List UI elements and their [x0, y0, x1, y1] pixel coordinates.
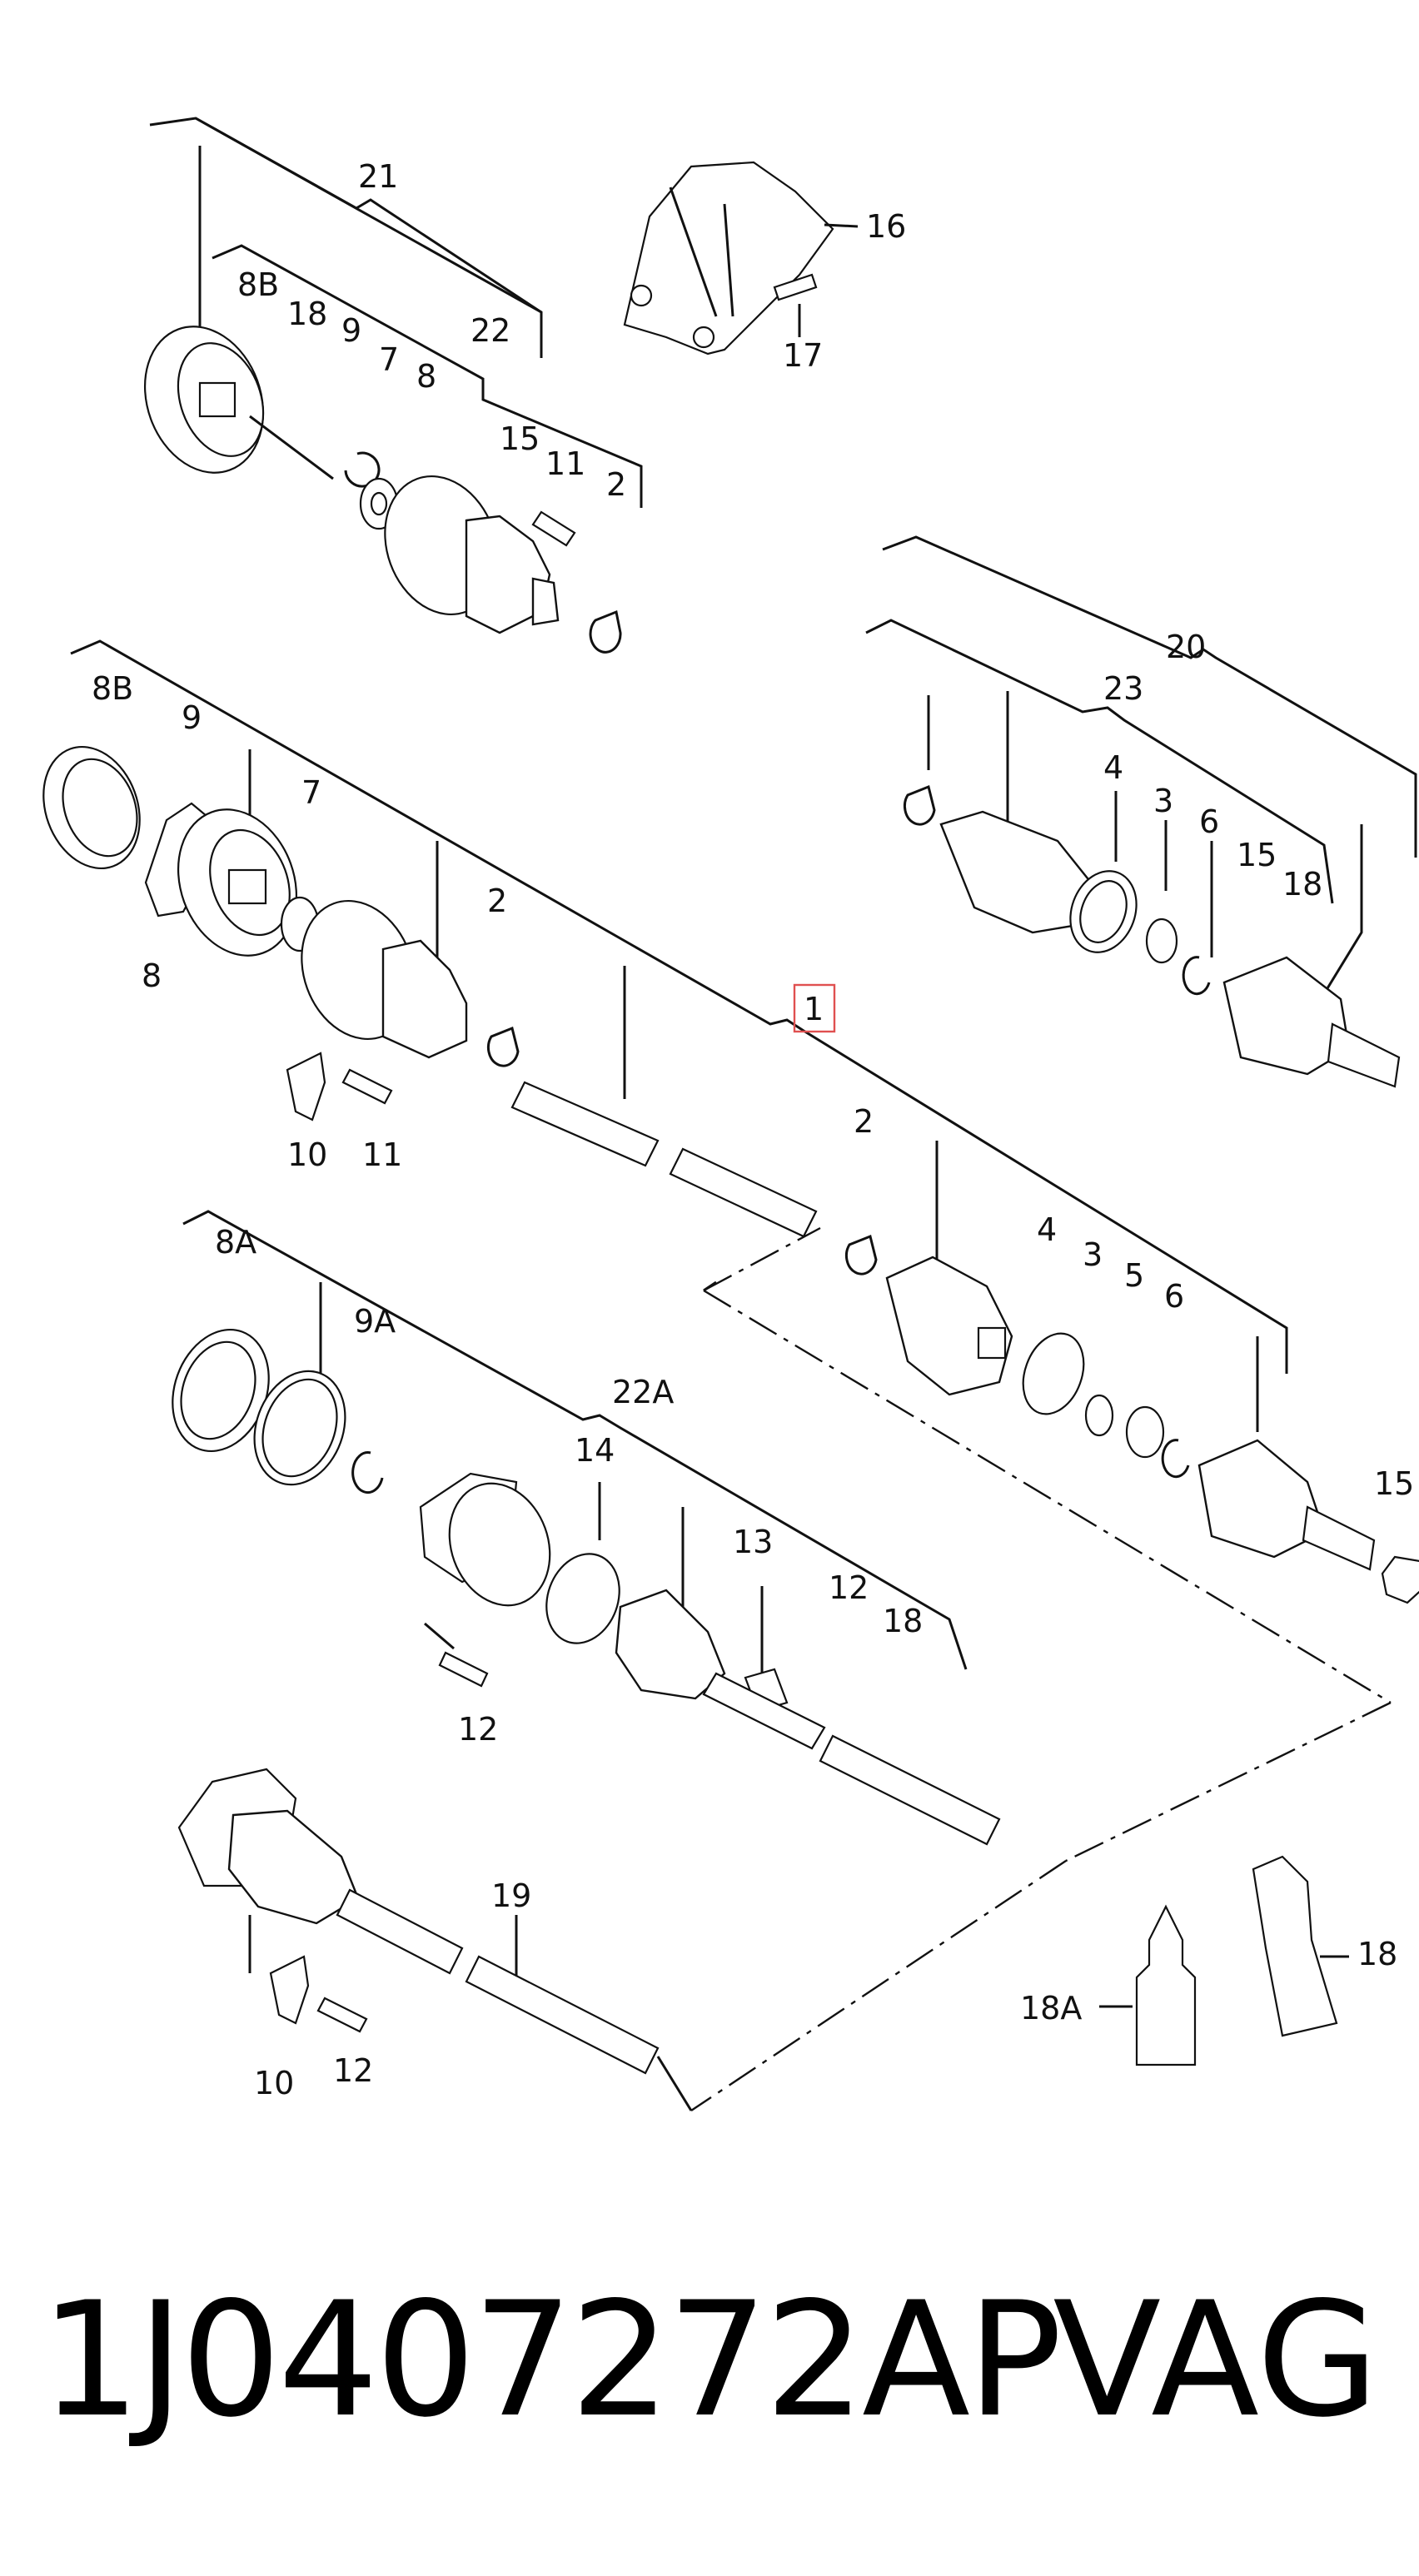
callout-15-right: 15 [1237, 837, 1277, 873]
callout-12-low: 12 [458, 1711, 498, 1748]
brand-name: VAG [1053, 2268, 1379, 2452]
callout-10-mid: 10 [287, 1136, 327, 1173]
callout-8B: 8B [92, 670, 133, 707]
grease-tube-18 [1252, 1855, 1349, 2037]
callout-15-top: 15 [500, 420, 540, 457]
callout-23: 23 [1103, 670, 1143, 707]
callout-4: 4 [1037, 1211, 1057, 1248]
callout-21: 21 [358, 158, 398, 195]
callout-4-right: 4 [1103, 749, 1123, 786]
callout-22A: 22A [612, 1374, 674, 1410]
callout-18-top: 18 [287, 296, 327, 332]
callout-8A: 8A [215, 1224, 256, 1261]
group-20-outer-joint [865, 535, 1417, 1088]
heat-shield-16 [623, 161, 859, 356]
callout-18-grease: 18 [1357, 1936, 1397, 1972]
callout-17: 17 [783, 337, 823, 374]
callout-2-inner: 2 [854, 1103, 874, 1140]
callout-11-top: 11 [545, 445, 585, 482]
callout-8-top: 8 [416, 358, 436, 395]
callout-19: 19 [491, 1877, 531, 1914]
highlight-box-callout-1 [793, 983, 836, 1033]
callout-9A: 9A [354, 1303, 396, 1340]
group-21-outer-joint [143, 117, 643, 654]
callout-18-right: 18 [1282, 866, 1322, 903]
callout-5: 5 [1124, 1257, 1144, 1294]
callout-8: 8 [142, 957, 162, 994]
callout-10-low: 10 [254, 2065, 294, 2101]
callout-7: 7 [301, 774, 321, 811]
group-19-shaft [177, 1768, 1067, 2111]
callout-16: 16 [866, 208, 906, 245]
main-shaft-assembly-1 [42, 639, 1419, 1704]
callout-9: 9 [182, 699, 202, 736]
callout-14: 14 [575, 1432, 615, 1469]
callout-12-mid: 12 [829, 1569, 869, 1606]
callout-18-mid: 18 [883, 1603, 923, 1639]
group-22A-inner-joint [172, 1210, 1392, 1862]
callout-20: 20 [1166, 629, 1206, 665]
exploded-parts-diagram: 21 16 8B 18 9 7 22 8 17 15 11 2 20 8B 9 … [42, 117, 1419, 2111]
callout-3: 3 [1083, 1236, 1103, 1273]
callout-8B-top: 8B [237, 266, 279, 303]
callout-1: 1 [804, 991, 824, 1027]
callout-2-top: 2 [606, 466, 626, 503]
callout-6: 6 [1164, 1278, 1184, 1315]
callout-6-right: 6 [1199, 803, 1219, 840]
callout-12-bottom: 12 [333, 2052, 373, 2089]
callout-2: 2 [487, 883, 507, 919]
callout-22: 22 [471, 312, 510, 349]
footer: 1J0407272AP VAG [0, 2281, 1419, 2531]
callout-3-right: 3 [1153, 783, 1173, 819]
callout-7-top: 7 [379, 341, 399, 378]
callout-9-top: 9 [341, 312, 361, 349]
callout-18A: 18A [1020, 1990, 1082, 2026]
part-number: 1J0407272AP [40, 2268, 1063, 2452]
grease-bottle-18A [1099, 1904, 1197, 2066]
callout-13: 13 [733, 1524, 773, 1560]
callout-11-mid: 11 [362, 1136, 402, 1173]
callout-15: 15 [1374, 1465, 1414, 1502]
